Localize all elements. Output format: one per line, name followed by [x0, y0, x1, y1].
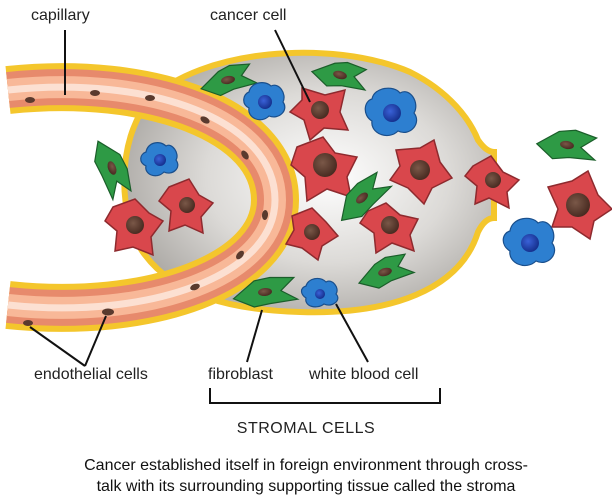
fibroblasts: [94, 61, 599, 308]
fibroblast-leader: [246, 309, 263, 363]
caption-line-2: talk with its surrounding supporting tis…: [96, 478, 516, 495]
endothelial-leader-1: [29, 326, 86, 367]
white-blood-cells: [140, 82, 556, 308]
endothelial-nuclei: [23, 90, 269, 326]
white-blood-cell: [300, 277, 339, 308]
wbc-leader: [335, 303, 369, 363]
cancer-cells: [104, 86, 612, 262]
white-blood-cell: [243, 82, 286, 121]
cancer-cell: [463, 155, 521, 210]
fibroblast-label: fibroblast: [208, 366, 273, 383]
caption-line-1: Cancer established itself in foreign env…: [84, 457, 528, 474]
stromal-cells-label: STROMAL CELLS: [236, 420, 376, 437]
fibroblast: [357, 253, 416, 289]
cancer-cell: [290, 136, 359, 203]
cancer-cell: [104, 198, 165, 257]
fibroblast: [94, 140, 132, 202]
leader-lines: [29, 29, 441, 404]
capillary-vessel: [5, 63, 300, 332]
cancer-cell: [284, 207, 340, 262]
cancer-cell: [358, 202, 420, 255]
fibroblast: [310, 61, 368, 91]
endothelial-cells-label: endothelial cells: [34, 366, 148, 383]
white-blood-cell: [364, 87, 418, 136]
cancer-cell: [157, 178, 215, 235]
white-blood-cell: [502, 217, 556, 266]
endothelial-leader-2: [84, 315, 107, 367]
white-blood-cell-label: white blood cell: [309, 366, 419, 383]
fibroblast: [535, 129, 599, 161]
cancer-cell-label: cancer cell: [210, 7, 287, 24]
fibroblast: [200, 63, 259, 97]
cancer-cell: [546, 169, 612, 241]
fibroblast: [340, 171, 394, 222]
cancer-cell: [288, 86, 350, 142]
white-blood-cell: [140, 142, 179, 177]
fibroblast: [232, 276, 300, 308]
cancer-cell: [388, 138, 454, 206]
stromal-bracket: [209, 388, 441, 404]
cancer-cell-leader: [274, 29, 311, 103]
capillary-label: capillary: [31, 7, 90, 24]
